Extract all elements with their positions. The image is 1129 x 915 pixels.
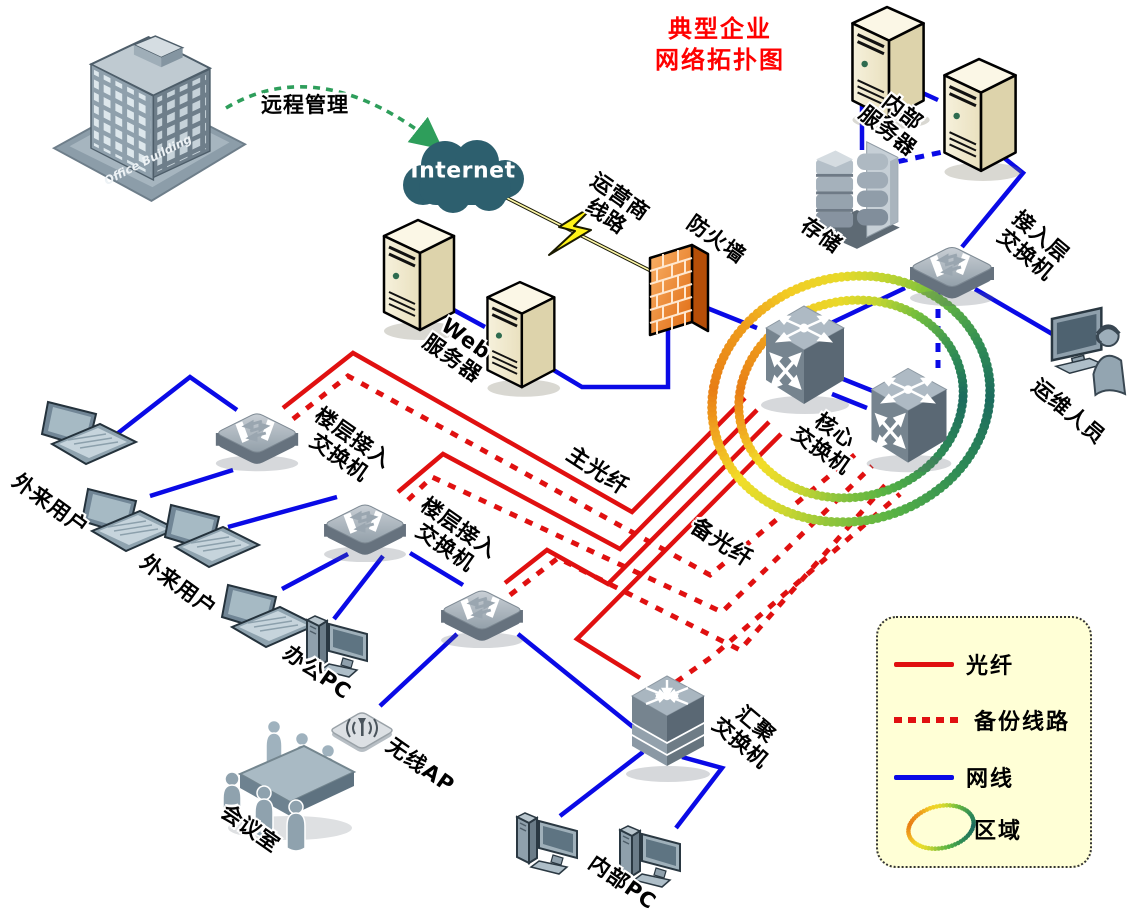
server-icon (486, 280, 562, 399)
laptop-icon (164, 504, 260, 568)
external-users-1-label: 外来用户 (7, 468, 94, 540)
legend-label: 区域 (974, 819, 1023, 844)
web-server-2 (476, 278, 562, 399)
access-layer-switch-label: 接入层 交换机 (992, 206, 1075, 285)
main-fiber-label: 主光纤 (561, 442, 634, 501)
legend-label: 备份线路 (974, 710, 1071, 735)
aggregation-switch (620, 670, 715, 784)
carrier-line-label: 运营商 线路 (581, 167, 655, 239)
firewall (645, 240, 717, 338)
core-switch-label: 核心 交换机 (787, 408, 861, 479)
ops-staff (1049, 303, 1129, 400)
core-switch-icon (759, 304, 851, 416)
legend-label: 网线 (966, 767, 1015, 792)
zone-ring-sample (894, 807, 962, 851)
internal-server-2 (932, 55, 1024, 183)
internet-label: Internet (410, 158, 516, 184)
firewall-icon (648, 243, 710, 337)
legend-label: 光纤 (966, 654, 1015, 679)
laptop-1 (41, 398, 137, 473)
cable-line-sample (894, 774, 954, 780)
switch-icon (322, 503, 408, 564)
operator-monitor-icon (1049, 306, 1128, 397)
server-icon (942, 57, 1024, 183)
laptop-2 (81, 485, 177, 560)
laptop-3 (164, 501, 260, 576)
core-switch-icon (865, 366, 953, 474)
desktop-pc-icon (516, 812, 578, 875)
legend-box: 光纤 备份线路 网线 区域 (876, 616, 1092, 868)
backup-fiber-label: 备光纤 (685, 514, 758, 573)
core-switch-1 (752, 298, 857, 416)
laptop-icon (81, 488, 177, 552)
fiber-line-sample (894, 661, 954, 667)
office-building (52, 22, 247, 210)
floor-access-switch-1 (208, 394, 306, 474)
floor-switch-2-label: 楼层接入 交换机 (411, 492, 503, 576)
switch-icon (439, 589, 525, 650)
floor-switch-1-label: 楼层接入 交换机 (305, 402, 397, 486)
diagram-title: 典型企业 网络拓扑图 (655, 15, 785, 75)
legend-item-cable: 网线 (894, 754, 1014, 800)
access-layer-switch (902, 228, 1002, 308)
legend-item-fiber: 光纤 (894, 641, 1014, 687)
laptop-icon (41, 401, 137, 465)
floor-access-switch-2 (315, 486, 415, 564)
remote-management-label: 远程管理 (261, 93, 349, 118)
legend-item-backup: 备份线路 (894, 697, 1070, 743)
legend-item-zone: 区域 (894, 806, 1022, 852)
switch-icon (214, 412, 300, 473)
aggregation-switch-label: 汇聚 交换机 (707, 701, 781, 773)
core-switch-2 (858, 360, 959, 474)
floor-access-switch-3 (433, 572, 531, 650)
backup-line-sample (894, 717, 962, 723)
office-building-icon (52, 35, 247, 202)
aggregation-switch-icon (624, 674, 712, 784)
internal-pc-1 (513, 803, 585, 875)
switch-icon (908, 246, 996, 308)
wireless-ap-label: 无线AP (381, 733, 460, 798)
